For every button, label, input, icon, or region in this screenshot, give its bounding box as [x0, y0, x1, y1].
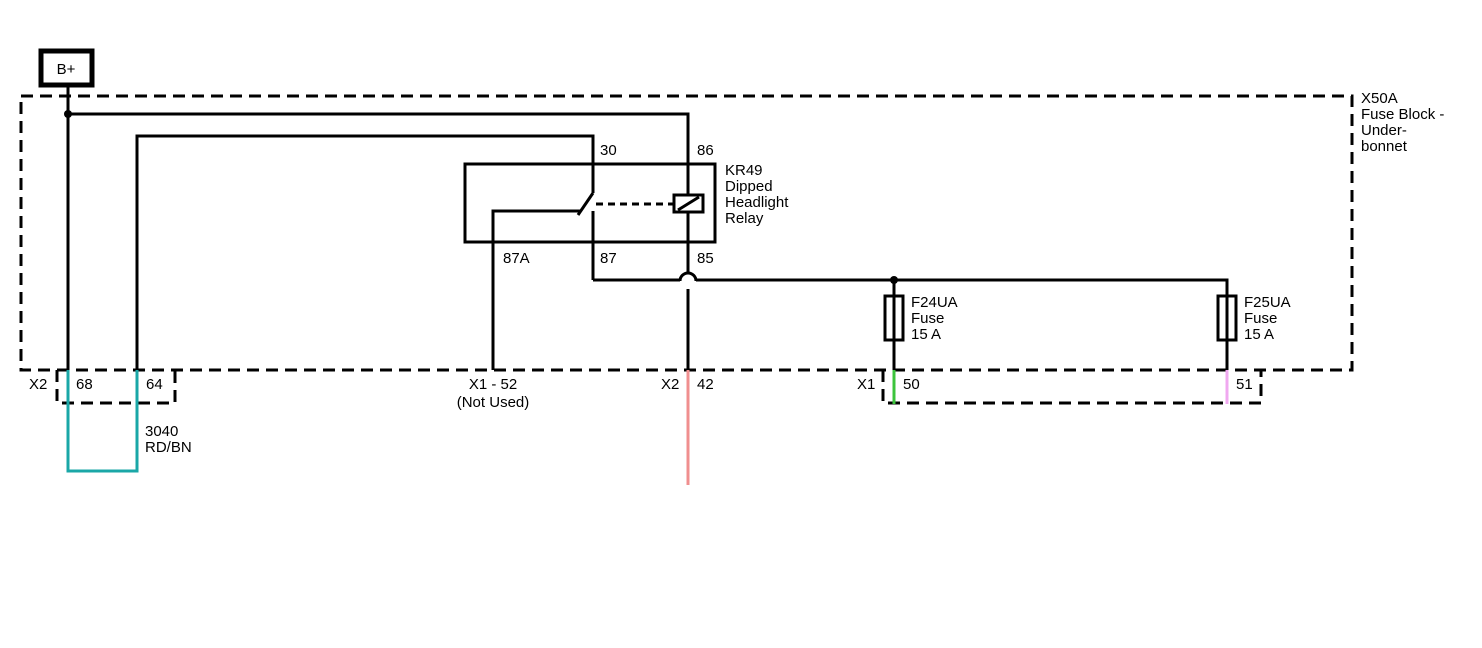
connector-x1-right-pin-b: 51 — [1236, 376, 1253, 393]
connector-x1-right-pin-a: 50 — [903, 376, 920, 393]
relay-pin-85: 85 — [697, 250, 714, 267]
battery-feed-wire — [64, 86, 690, 370]
connector-x2-left-pin-a: 68 — [76, 376, 93, 393]
fuse-f25ua-label: F25UA Fuse 15 A — [1244, 294, 1294, 343]
connector-x1-right-name: X1 — [857, 376, 875, 393]
battery-label: B+ — [57, 61, 76, 78]
battery-terminal: B+ — [38, 48, 95, 88]
relay-coil — [672, 193, 705, 214]
relay-label: KR49 Dipped Headlight Relay — [725, 162, 793, 227]
fuse-feed-bus — [593, 276, 1229, 296]
relay-switch-contact — [491, 192, 595, 370]
fuse-f25ua — [1216, 294, 1238, 370]
wire-label: 3040 RD/BN — [145, 423, 192, 456]
relay-outline — [463, 162, 717, 244]
connector-x2-42-pin: 42 — [697, 376, 714, 393]
fuse-block-label: X50A Fuse Block - Under- bonnet — [1361, 90, 1449, 155]
connector-x2-42-name: X2 — [661, 376, 679, 393]
connector-x1-52-label: X1 - 52 — [469, 376, 517, 393]
relay-pin-30: 30 — [600, 142, 617, 159]
relay-pin-87a: 87A — [503, 250, 530, 267]
relay-pin-87: 87 — [600, 250, 617, 267]
fuse-f24ua-label: F24UA Fuse 15 A — [911, 294, 961, 343]
connector-x1-right-outline — [881, 370, 1263, 405]
relay-pin85-wire — [678, 212, 698, 370]
connector-x2-left-pin-b: 64 — [146, 376, 163, 393]
connector-x2-left-name: X2 — [29, 376, 47, 393]
connector-x1-52-note: (Not Used) — [457, 394, 530, 411]
teal-loop-wire — [66, 370, 139, 473]
relay-pin-86: 86 — [697, 142, 714, 159]
fuse-f24ua — [883, 294, 905, 370]
